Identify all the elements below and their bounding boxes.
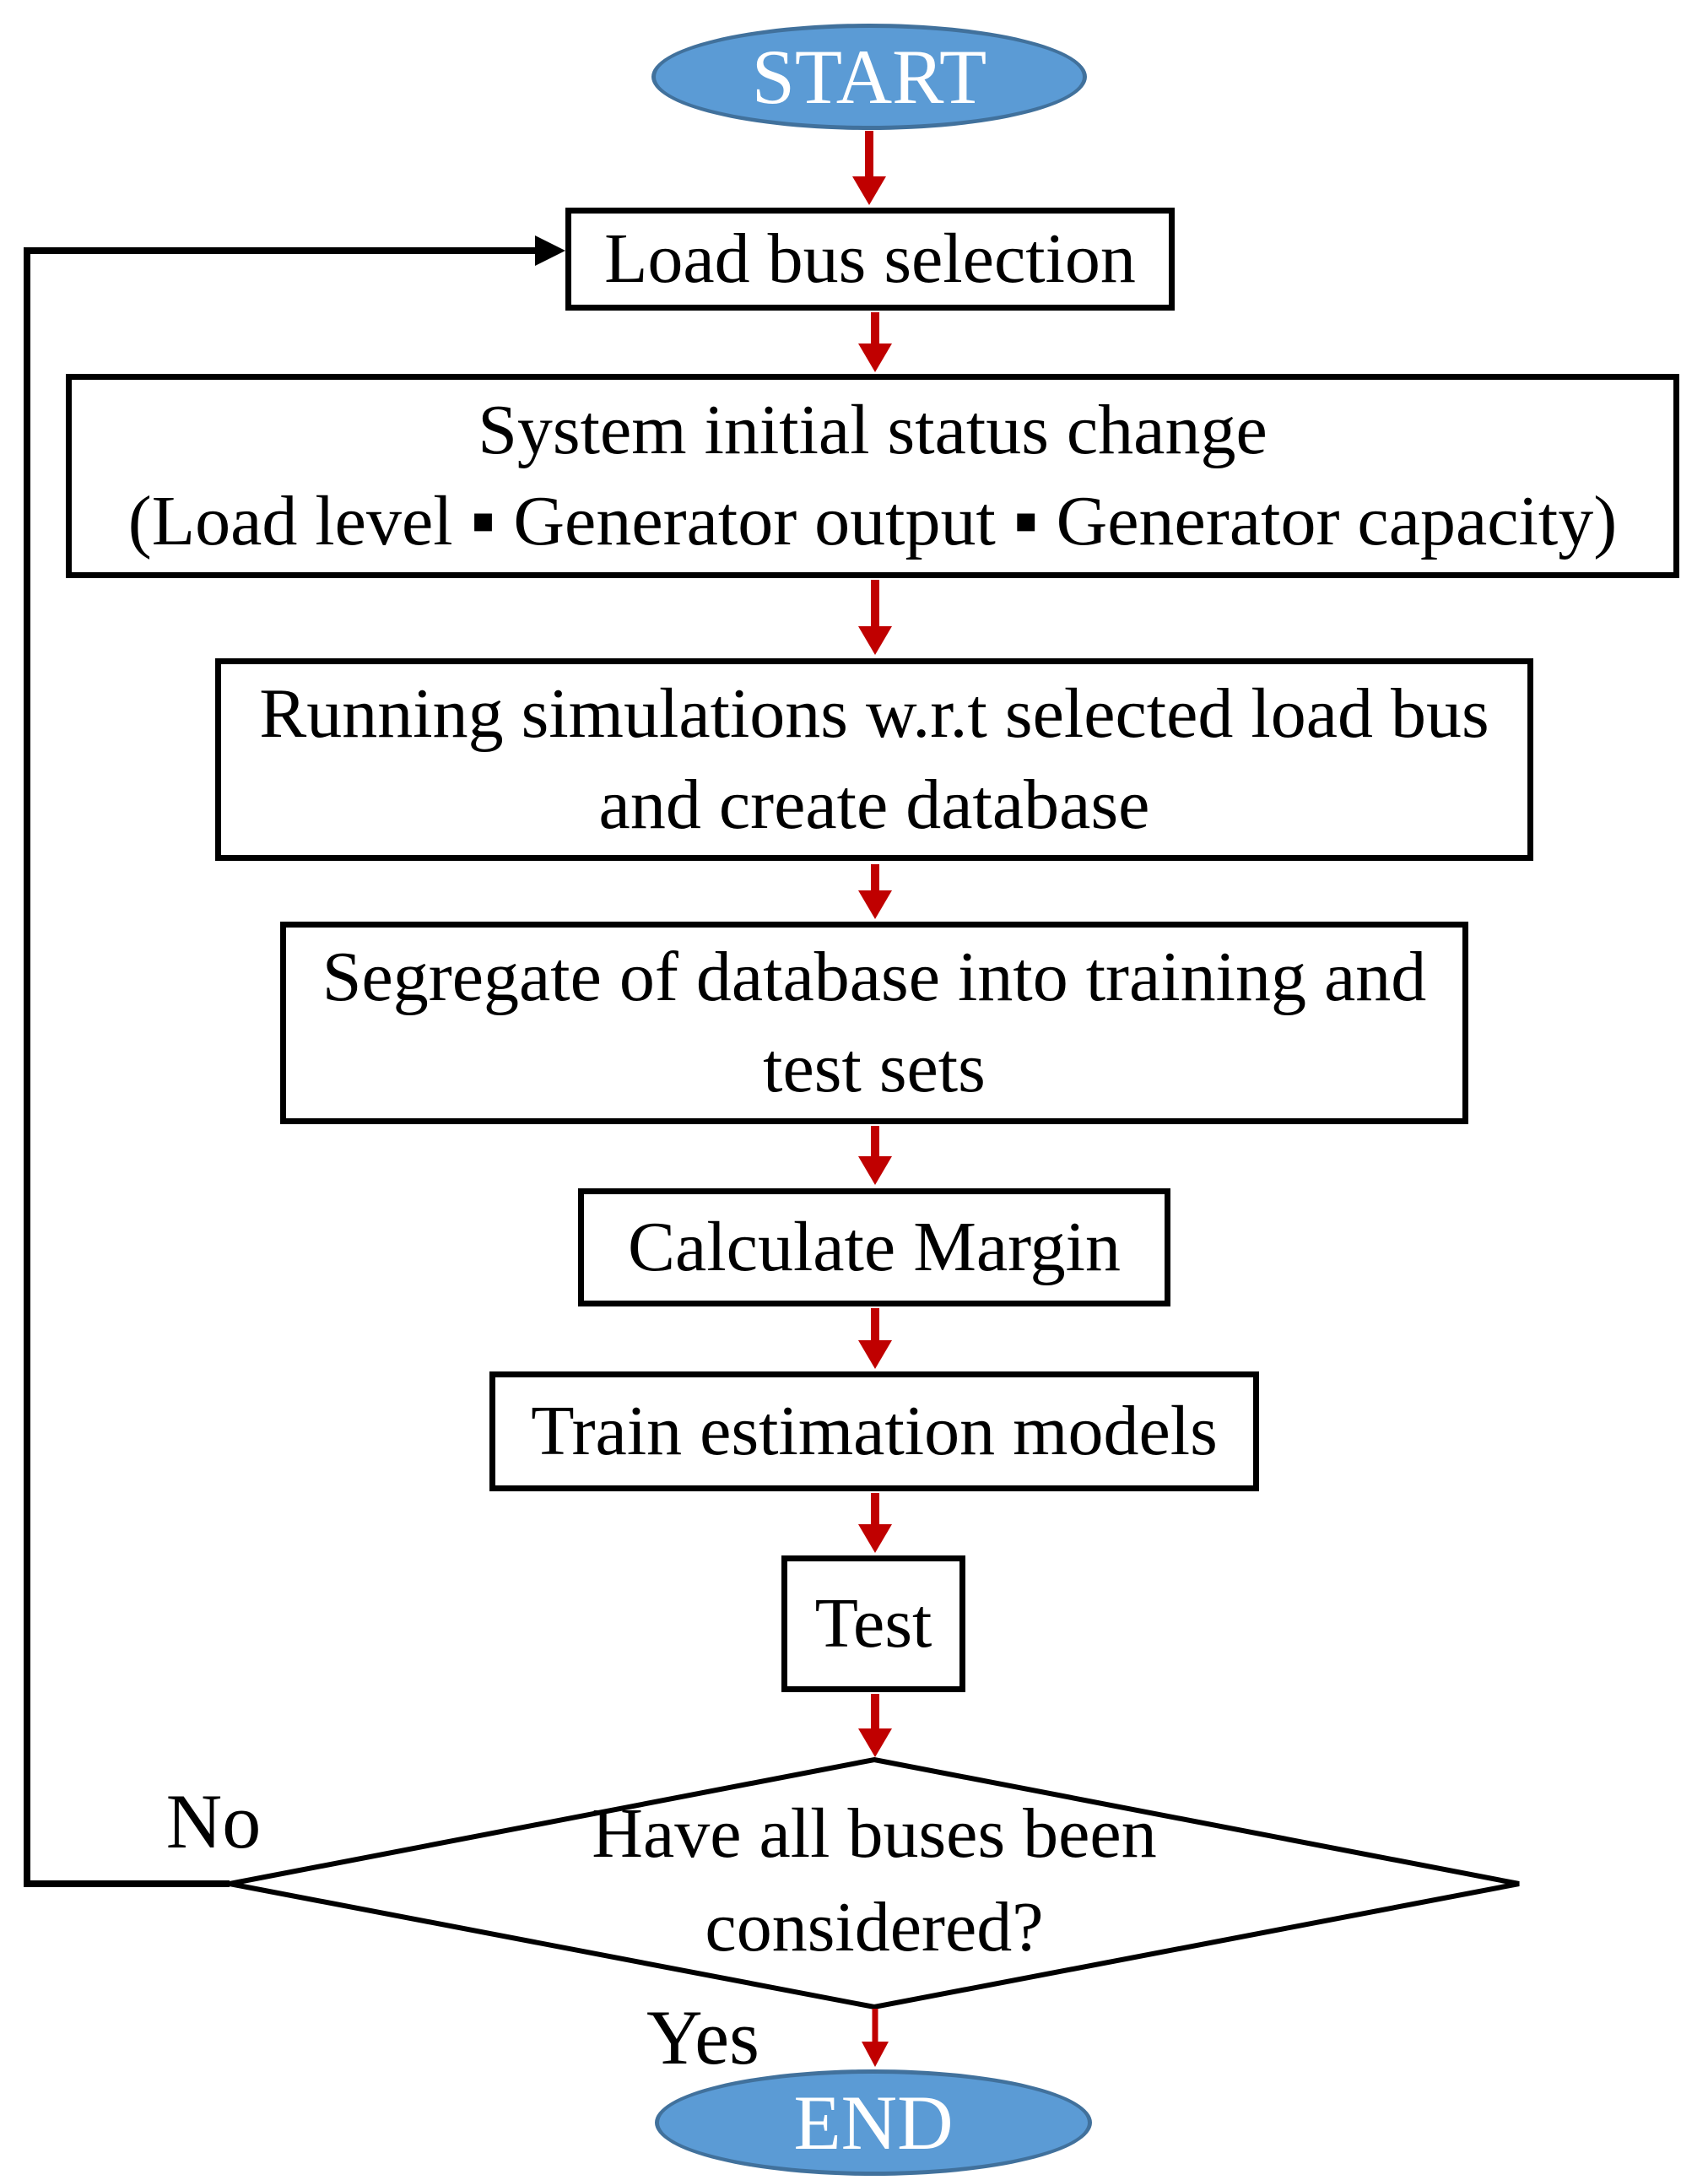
arrow-segregate-to-calculate-head-icon bbox=[858, 1156, 892, 1185]
start-terminator: START bbox=[651, 24, 1087, 130]
decision-diamond-text: Have all buses been considered? bbox=[452, 1788, 1296, 1975]
arrow-load-bus-to-system-status-head-icon bbox=[858, 343, 892, 372]
system-initial-status-line2: (Load level ▪ Generator output ▪ Generat… bbox=[127, 482, 1618, 560]
test-box: Test bbox=[781, 1555, 965, 1692]
arrow-simulations-to-segregate-head-icon bbox=[858, 890, 892, 919]
running-simulations-line2: and create database bbox=[598, 765, 1150, 844]
end-terminator: END bbox=[655, 2069, 1092, 2176]
decision-diamond-shape bbox=[229, 1756, 1520, 2010]
feedback-no-path bbox=[24, 247, 535, 1887]
load-bus-selection-box: Load bus selection bbox=[565, 208, 1175, 311]
edge-label-yes: Yes bbox=[646, 1994, 759, 2080]
running-simulations-line1: Running simulations w.r.t selected load … bbox=[259, 674, 1489, 754]
calculate-margin-label: Calculate Margin bbox=[628, 1208, 1121, 1287]
arrow-test-to-decision-head-icon bbox=[858, 1728, 892, 1757]
end-label: END bbox=[793, 2080, 954, 2166]
arrow-start-to-load-bus-head-icon bbox=[852, 176, 886, 205]
calculate-margin-box: Calculate Margin bbox=[578, 1188, 1170, 1306]
train-estimation-models-box: Train estimation models bbox=[489, 1371, 1259, 1491]
segregate-database-line1: Segregate of database into training and bbox=[322, 938, 1427, 1017]
test-label: Test bbox=[814, 1584, 932, 1663]
arrow-calculate-to-train-head-icon bbox=[858, 1340, 892, 1369]
feedback-no-arrowhead-icon bbox=[535, 235, 565, 266]
decision-line1: Have all buses been bbox=[592, 1794, 1157, 1873]
running-simulations-box: Running simulations w.r.t selected load … bbox=[215, 658, 1533, 861]
arrow-system-status-to-simulations-head-icon bbox=[858, 626, 892, 655]
segregate-database-box: Segregate of database into training and … bbox=[280, 922, 1468, 1124]
load-bus-selection-label: Load bus selection bbox=[604, 219, 1136, 299]
train-estimation-models-label: Train estimation models bbox=[531, 1392, 1218, 1471]
edge-label-no: No bbox=[165, 1778, 262, 1864]
system-initial-status-line1: System initial status change bbox=[478, 391, 1267, 470]
arrow-train-to-test-head-icon bbox=[858, 1524, 892, 1553]
decision-line2: considered? bbox=[705, 1887, 1044, 1966]
system-initial-status-box: System initial status change (Load level… bbox=[66, 374, 1679, 578]
arrow-yes-to-end-head-icon bbox=[862, 2042, 889, 2067]
segregate-database-line2: test sets bbox=[763, 1029, 986, 1107]
start-label: START bbox=[751, 34, 987, 120]
